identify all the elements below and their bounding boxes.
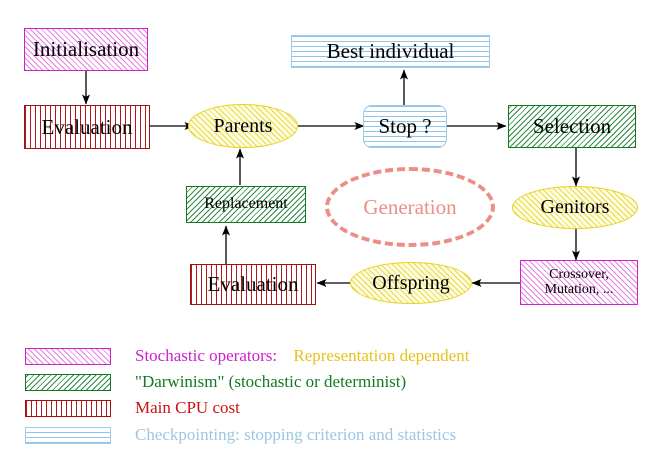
node-replacement-label: Replacement bbox=[204, 195, 288, 213]
node-genitors[interactable]: Genitors bbox=[512, 186, 638, 229]
generation-annotation: Generation bbox=[325, 167, 495, 247]
node-offspring-label: Offspring bbox=[372, 271, 450, 294]
legend-row-cpu-cost: Main CPU cost bbox=[25, 398, 240, 418]
legend-checkpointing-label: Checkpointing: stopping criterion and st… bbox=[135, 425, 457, 444]
legend-swatch-red-hatch bbox=[25, 399, 111, 417]
node-parents[interactable]: Parents bbox=[188, 104, 298, 148]
legend-cpu-cost-label: Main CPU cost bbox=[135, 398, 240, 417]
legend-row-stochastic: Stochastic operators: Representation dep… bbox=[25, 346, 469, 366]
node-best-individual[interactable]: Best individual bbox=[291, 35, 490, 68]
node-genitors-label: Genitors bbox=[540, 196, 610, 218]
node-crossover-mutation[interactable]: Crossover, Mutation, ... bbox=[520, 260, 638, 305]
legend-stochastic-label: Stochastic operators: bbox=[135, 346, 278, 365]
node-selection[interactable]: Selection bbox=[508, 105, 636, 148]
node-crossover-label: Crossover, bbox=[549, 266, 609, 282]
node-initialisation[interactable]: Initialisation bbox=[24, 28, 148, 71]
node-initialisation-label: Initialisation bbox=[32, 37, 140, 62]
legend-swatch-blue-hatch bbox=[25, 426, 111, 444]
node-evaluation-bottom-label: Evaluation bbox=[207, 272, 299, 297]
legend-swatch-green-hatch bbox=[25, 373, 111, 391]
node-evaluation-top-label: Evaluation bbox=[41, 114, 133, 139]
legend-darwinism-label: "Darwinism" (stochastic or determinist) bbox=[135, 372, 407, 391]
node-parents-label: Parents bbox=[213, 114, 273, 137]
node-stop[interactable]: Stop ? bbox=[363, 105, 447, 148]
node-replacement[interactable]: Replacement bbox=[186, 186, 306, 223]
generation-label: Generation bbox=[363, 194, 457, 219]
legend-row-checkpointing: Checkpointing: stopping criterion and st… bbox=[25, 425, 456, 445]
node-mutation-label: Mutation, ... bbox=[544, 281, 614, 297]
legend-row-darwinism: "Darwinism" (stochastic or determinist) bbox=[25, 372, 406, 392]
node-offspring[interactable]: Offspring bbox=[350, 262, 472, 304]
node-evaluation-bottom[interactable]: Evaluation bbox=[190, 264, 316, 305]
legend-swatch-magenta-hatch bbox=[25, 347, 111, 365]
node-evaluation-top[interactable]: Evaluation bbox=[24, 105, 150, 149]
legend-representation-label: Representation dependent bbox=[293, 346, 470, 365]
node-best-individual-label: Best individual bbox=[326, 39, 455, 64]
node-selection-label: Selection bbox=[532, 114, 612, 139]
node-stop-label: Stop ? bbox=[378, 114, 432, 139]
